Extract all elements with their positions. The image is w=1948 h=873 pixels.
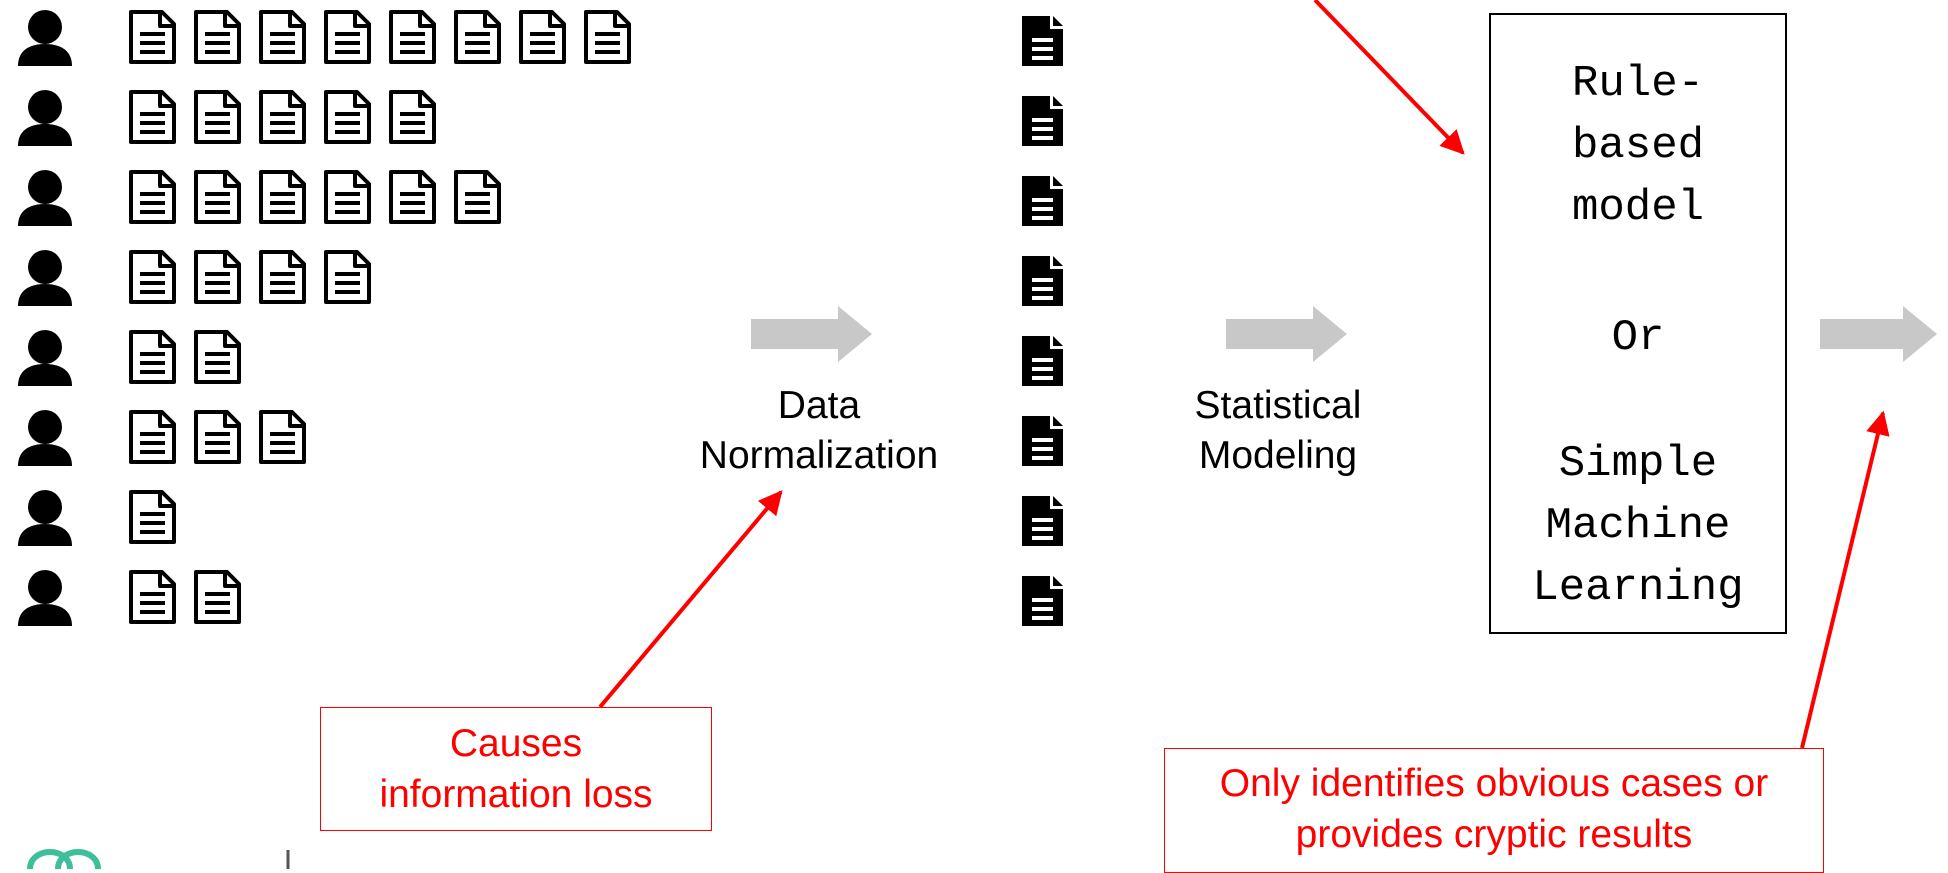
user-row [18, 330, 241, 386]
document-outline-icon [194, 250, 241, 304]
normalized-document-column [1022, 16, 1063, 626]
callout-information-loss-line-1: Causes [449, 722, 583, 765]
modeling-label: Statistical Modeling [1158, 381, 1398, 481]
callout-cryptic-results-line-2: provides cryptic results [1295, 813, 1693, 856]
document-filled-icon [1022, 16, 1063, 66]
document-filled-icon [1022, 256, 1063, 306]
document-outline-icon [194, 570, 241, 624]
user-row [18, 250, 371, 306]
red-arrow-to-output [1800, 410, 1890, 749]
model-box-line-7: Learning [1532, 563, 1744, 613]
logo-fragment [27, 848, 290, 869]
model-box-line-2: based [1571, 121, 1705, 171]
callout-cryptic-results: Only identifies obvious cases or provide… [1164, 748, 1824, 873]
document-outline-icon [454, 170, 501, 224]
document-outline-icon [129, 10, 176, 64]
document-outline-icon [259, 10, 306, 64]
document-filled-icon [1022, 496, 1063, 546]
document-filled-icon [1022, 176, 1063, 226]
document-outline-icon [389, 170, 436, 224]
modeling-label-line-1: Statistical [1194, 384, 1362, 427]
document-outline-icon [259, 170, 306, 224]
normalization-label-line-2: Normalization [699, 434, 939, 477]
model-box-line-1: Rule- [1571, 59, 1705, 109]
normalization-label: Data Normalization [664, 381, 974, 481]
document-outline-icon [324, 90, 371, 144]
user-icon [18, 410, 72, 466]
flow-arrow-modeling [1226, 306, 1347, 362]
document-outline-icon [259, 410, 306, 464]
document-filled-icon [1022, 96, 1063, 146]
document-outline-icon [129, 90, 176, 144]
document-outline-icon [259, 250, 306, 304]
document-outline-icon [389, 90, 436, 144]
user-icon [18, 250, 72, 306]
document-filled-icon [1022, 576, 1063, 626]
callout-cryptic-results-line-1: Only identifies obvious cases or [1219, 762, 1769, 805]
user-document-rows [18, 10, 631, 626]
model-box: Rule- based model Or Simple Machine Lear… [1489, 13, 1787, 634]
red-arrow-to-model [1313, 0, 1465, 155]
user-row [18, 570, 241, 626]
document-outline-icon [519, 10, 566, 64]
user-row [18, 90, 436, 146]
user-icon [18, 570, 72, 626]
document-outline-icon [129, 170, 176, 224]
user-icon [18, 490, 72, 546]
flow-arrow-output [1820, 306, 1937, 362]
modeling-label-line-2: Modeling [1198, 434, 1358, 477]
model-box-line-6: Machine [1545, 501, 1731, 551]
document-outline-icon [194, 410, 241, 464]
user-row [18, 10, 631, 66]
document-outline-icon [454, 10, 501, 64]
document-filled-icon [1022, 336, 1063, 386]
normalization-label-line-1: Data [777, 384, 861, 427]
document-outline-icon [194, 170, 241, 224]
model-box-line-4: Or [1611, 313, 1665, 363]
user-row [18, 170, 501, 226]
document-outline-icon [259, 90, 306, 144]
document-outline-icon [324, 10, 371, 64]
callout-information-loss: Causes information loss [320, 707, 712, 831]
user-icon [18, 10, 72, 66]
document-outline-icon [194, 10, 241, 64]
user-icon [18, 170, 72, 226]
red-arrow-to-normalization [598, 490, 783, 709]
document-outline-icon [129, 330, 176, 384]
document-outline-icon [194, 90, 241, 144]
document-outline-icon [584, 10, 631, 64]
model-box-line-5: Simple [1558, 439, 1718, 489]
document-outline-icon [324, 170, 371, 224]
user-row [18, 490, 176, 546]
document-outline-icon [129, 250, 176, 304]
model-box-line-3: model [1571, 183, 1705, 233]
callout-information-loss-line-2: information loss [379, 773, 653, 816]
user-row [18, 410, 306, 466]
flow-arrow-normalization [751, 306, 872, 362]
document-filled-icon [1022, 416, 1063, 466]
document-outline-icon [129, 410, 176, 464]
user-icon [18, 330, 72, 386]
user-icon [18, 90, 72, 146]
document-outline-icon [129, 570, 176, 624]
document-outline-icon [129, 490, 176, 544]
document-outline-icon [389, 10, 436, 64]
document-outline-icon [194, 330, 241, 384]
document-outline-icon [324, 250, 371, 304]
